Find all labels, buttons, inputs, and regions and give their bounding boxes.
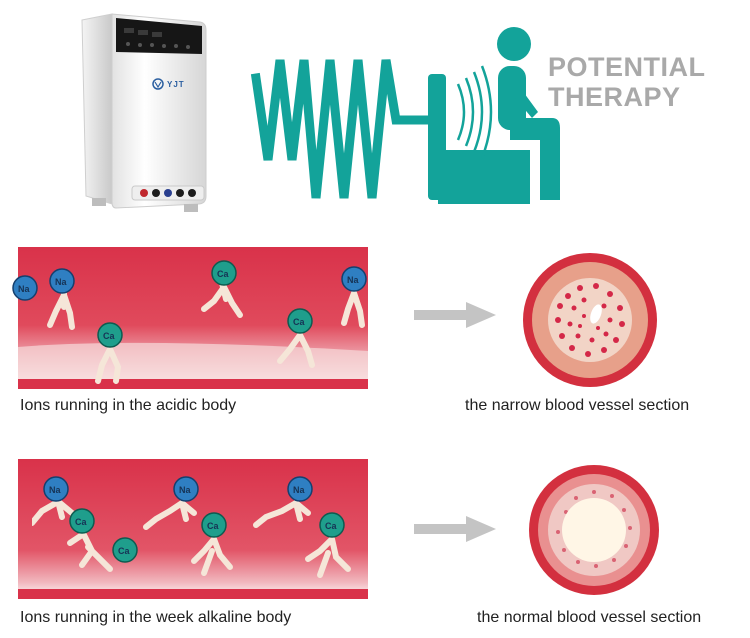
ion-label: Na	[49, 485, 61, 495]
ion-label: Na	[18, 284, 30, 294]
ion-figure: Ca	[298, 511, 358, 588]
ion-label: Na	[347, 275, 359, 285]
ion-label: Ca	[293, 317, 305, 327]
alkaline-caption: Ions running in the week alkaline body	[20, 609, 292, 626]
ion-label: Ca	[103, 331, 115, 341]
ion-figure: Ca	[62, 507, 118, 584]
ion-figure: Ca	[272, 307, 322, 376]
ion-figure: Na	[42, 267, 86, 336]
ion-figure: Ca	[184, 511, 240, 588]
narrow-vessel-section	[522, 252, 658, 393]
ion-figure: Na	[252, 473, 316, 538]
ion-label: Na	[293, 485, 305, 495]
ion-figure: Ca	[198, 259, 248, 328]
ion-label: Ca	[118, 546, 130, 556]
brand-logo-icon	[152, 78, 164, 90]
device-brand: YJT	[167, 80, 185, 89]
zigzag-wave-icon	[248, 48, 438, 218]
page-title: POTENTIAL THERAPY	[548, 52, 706, 112]
right-arrow-icon	[414, 300, 498, 335]
therapy-device: YJT	[72, 8, 212, 216]
seated-person-icon	[428, 22, 578, 212]
acidic-ions-illustration: Na Na Ca Ca Ca Na	[12, 247, 368, 390]
ion-label: Ca	[75, 517, 87, 527]
alkaline-ions-illustration: Na Ca Na Ca Na Ca	[18, 459, 368, 599]
ion-label: Ca	[325, 521, 337, 531]
ion-figure: Ca	[110, 535, 140, 570]
ion-figure: Na	[334, 265, 374, 334]
ion-figure: Ca	[88, 321, 132, 390]
ion-figure: Na	[12, 275, 38, 310]
title-line-1: POTENTIAL	[548, 52, 706, 82]
acidic-caption: Ions running in the acidic body	[20, 397, 237, 414]
normal-vessel-caption: the normal blood vessel section	[477, 609, 702, 626]
narrow-vessel-caption: the narrow blood vessel section	[465, 397, 690, 414]
ion-figure: Na	[142, 473, 202, 538]
ion-label: Na	[55, 277, 67, 287]
title-line-2: THERAPY	[548, 82, 681, 112]
ion-label: Na	[179, 485, 191, 495]
normal-vessel-section	[528, 464, 660, 601]
ion-label: Ca	[217, 269, 229, 279]
right-arrow-icon	[414, 514, 498, 549]
ion-label: Ca	[207, 521, 219, 531]
